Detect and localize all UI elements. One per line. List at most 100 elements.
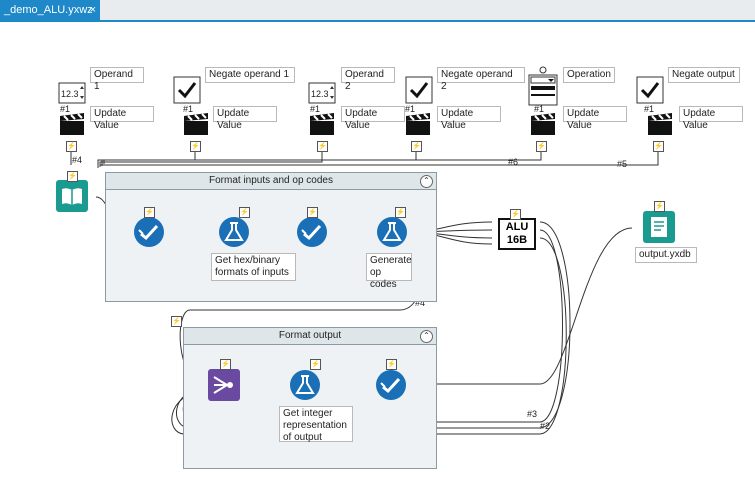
dropdown-tool[interactable] — [528, 66, 558, 106]
select-icon — [376, 370, 406, 400]
annotation-op-codes: Generate op codes — [366, 253, 412, 290]
numeric-icon: 12.3 — [308, 82, 336, 104]
bolt-icon: ⚡ — [190, 141, 201, 152]
clapperboard-icon — [406, 113, 430, 135]
action-tool-3[interactable] — [308, 112, 336, 136]
select-tool-2[interactable] — [296, 216, 328, 248]
label-negate-operand-2: Negate operand 2 — [437, 67, 525, 92]
action-tool-6[interactable] — [646, 112, 674, 136]
svg-text:12.3: 12.3 — [311, 89, 329, 99]
label-update-value: Update Value — [679, 106, 743, 131]
action-tool-1[interactable] — [58, 112, 86, 136]
label-negate-output: Negate output — [668, 67, 740, 83]
connection-tag-4: #4 — [72, 155, 83, 165]
bolt-icon: ⚡ — [510, 209, 521, 220]
checkbox-tool-3[interactable] — [636, 76, 664, 104]
hash-tag: #1 — [310, 104, 321, 114]
bolt-icon: ⚡ — [386, 359, 397, 370]
label-update-value: Update Value — [90, 106, 154, 131]
bolt-icon: ⚡ — [395, 207, 406, 218]
action-tool-4[interactable] — [404, 112, 432, 136]
clapperboard-icon — [531, 113, 555, 135]
numeric-up-down-tool-2[interactable]: 12.3 — [308, 82, 336, 104]
union-tool[interactable] — [208, 369, 240, 401]
connection-tag-6: #6 — [508, 157, 519, 167]
tab-demo-alu[interactable]: _demo_ALU.yxwz × — [0, 0, 100, 20]
alu-label: ALU — [505, 221, 529, 233]
formula-tool-3[interactable] — [289, 369, 321, 401]
select-tool-1[interactable] — [133, 216, 165, 248]
flask-icon — [377, 217, 407, 247]
action-tool-5[interactable] — [529, 112, 557, 136]
label-update-value: Update Value — [341, 106, 405, 131]
hash-tag: #1 — [60, 104, 71, 114]
clapperboard-icon — [60, 113, 84, 135]
hash-tag: #1 — [534, 104, 545, 114]
dropdown-icon — [528, 66, 558, 106]
alu-label-bits: 16B — [506, 234, 528, 246]
checkbox-icon — [405, 76, 433, 104]
bolt-icon: ⚡ — [171, 316, 182, 327]
tab-bar: _demo_ALU.yxwz × — [0, 0, 755, 22]
formula-tool-1[interactable] — [218, 216, 250, 248]
connection-tag-2: #2 — [540, 421, 551, 431]
bolt-icon: ⚡ — [310, 359, 321, 370]
select-tool-3[interactable] — [375, 369, 407, 401]
tab-title: _demo_ALU.yxwz — [4, 4, 93, 16]
bolt-icon: ⚡ — [239, 207, 250, 218]
hash-tag: #1 — [405, 104, 416, 114]
bolt-icon: ⚡ — [317, 141, 328, 152]
bolt-icon: ⚡ — [220, 359, 231, 370]
bolt-icon: ⚡ — [654, 201, 665, 212]
container-title: Format output — [184, 328, 436, 345]
label-operation: Operation — [563, 67, 615, 83]
bolt-icon: ⚡ — [653, 141, 664, 152]
label-operand-2: Operand 2 — [341, 67, 395, 92]
output-file-icon — [643, 211, 675, 243]
bolt-icon: ⚡ — [307, 207, 318, 218]
connection-tag-3: #3 — [527, 409, 538, 419]
bolt-icon: ⚡ — [67, 171, 78, 182]
label-update-value: Update Value — [213, 106, 277, 131]
label-negate-operand-1: Negate operand 1 — [205, 67, 295, 83]
collapse-icon[interactable]: ⌃ — [420, 175, 433, 188]
select-icon — [297, 217, 327, 247]
checkbox-tool-2[interactable] — [405, 76, 433, 104]
bolt-icon: ⚡ — [144, 207, 155, 218]
formula-tool-2[interactable] — [376, 216, 408, 248]
bolt-icon: ⚡ — [411, 141, 422, 152]
book-icon — [56, 180, 88, 212]
alu-macro-tool[interactable]: ALU 16B — [498, 218, 536, 250]
macro-input-tool[interactable] — [56, 180, 88, 212]
numeric-icon: 12.3 — [58, 82, 86, 104]
action-tool-2[interactable] — [182, 112, 210, 136]
collapse-icon[interactable]: ⌃ — [420, 330, 433, 343]
annotation-output-file: output.yxdb — [635, 247, 697, 263]
hash-tag: #1 — [644, 104, 655, 114]
numeric-up-down-tool-1[interactable]: 12.3 — [58, 82, 86, 104]
container-title: Format inputs and op codes — [106, 173, 436, 190]
svg-text:12.3: 12.3 — [61, 89, 79, 99]
flask-icon — [290, 370, 320, 400]
label-update-value: Update Value — [563, 106, 627, 131]
bolt-icon: ⚡ — [536, 141, 547, 152]
flask-icon — [219, 217, 249, 247]
clapperboard-icon — [184, 113, 208, 135]
hash-tag: #1 — [183, 104, 194, 114]
output-data-tool[interactable] — [643, 211, 675, 243]
connection-tag-5: #5 — [617, 159, 628, 169]
connection-tag-4-lower: #4 — [415, 298, 426, 308]
checkbox-icon — [173, 76, 201, 104]
close-icon[interactable]: × — [89, 4, 96, 16]
select-icon — [134, 217, 164, 247]
clapperboard-icon — [648, 113, 672, 135]
annotation-hex-binary: Get hex/binary formats of inputs — [211, 253, 296, 281]
label-operand-1: Operand 1 — [90, 67, 144, 92]
checkbox-icon — [636, 76, 664, 104]
clapperboard-icon — [310, 113, 334, 135]
bolt-icon: ⚡ — [66, 141, 77, 152]
checkbox-tool-1[interactable] — [173, 76, 201, 104]
annotation-integer-repr: Get integer representation of output — [279, 406, 353, 443]
union-icon — [208, 369, 240, 401]
label-update-value: Update Value — [437, 106, 501, 131]
